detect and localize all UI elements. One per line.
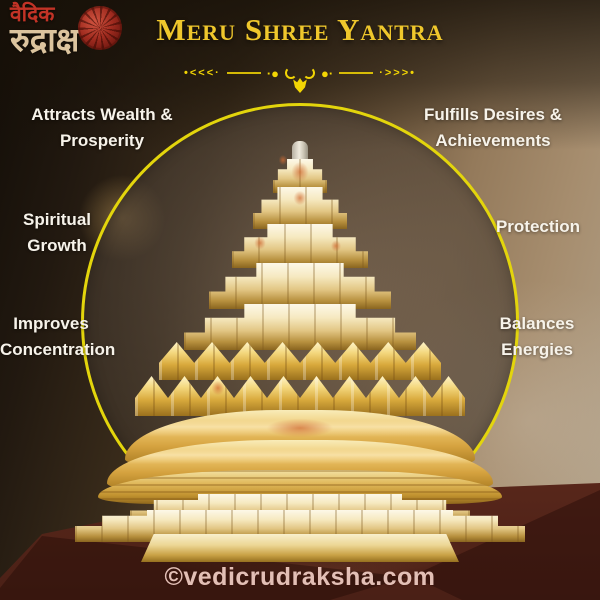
benefit-line: Growth bbox=[27, 236, 87, 256]
benefit-label-improves-concentration: Improves Concentration bbox=[0, 311, 116, 364]
scroll-flourish-left-icon bbox=[285, 67, 297, 79]
benefit-line: Achievements bbox=[435, 131, 551, 151]
kumkum-mark bbox=[291, 188, 309, 208]
divider-dot-left: ·● bbox=[266, 65, 279, 81]
divider-dot-right: ●· bbox=[321, 65, 334, 81]
benefit-line: Energies bbox=[501, 340, 573, 360]
rudraksha-bead-icon bbox=[78, 6, 122, 50]
divider-line-left bbox=[226, 72, 261, 74]
benefit-label-spiritual-growth: Spiritual Growth bbox=[2, 207, 112, 260]
benefit-line: Spiritual bbox=[22, 210, 91, 229]
watermark: ©vedicrudraksha.com bbox=[164, 563, 436, 591]
ornamental-divider: •<<<· ·● ●· ·>>>• bbox=[130, 56, 470, 93]
benefit-line: Prosperity bbox=[59, 131, 145, 151]
benefit-line: Fulfills Desires & bbox=[424, 105, 562, 124]
logo-text-rudraksha: रुद्राक्ष bbox=[10, 21, 80, 58]
yantra-tier bbox=[184, 304, 416, 350]
benefit-line: Attracts Wealth & bbox=[31, 105, 173, 124]
benefit-line: Balances bbox=[499, 314, 575, 333]
benefit-line: Protection bbox=[495, 217, 581, 236]
benefit-label-balances-energies: Balances Energies bbox=[478, 311, 596, 364]
yantra-tier bbox=[209, 263, 391, 309]
kumkum-mark bbox=[254, 415, 346, 441]
benefit-label-protection: Protection bbox=[468, 214, 600, 240]
yantra-tier bbox=[141, 534, 459, 562]
divider-arrows-left: •<<<· bbox=[184, 67, 221, 79]
kumkum-mark bbox=[277, 153, 289, 167]
divider-arrows-right: ·>>>• bbox=[379, 67, 416, 79]
benefit-line: Improves bbox=[13, 314, 89, 333]
kumkum-mark bbox=[252, 234, 268, 252]
kumkum-mark bbox=[209, 378, 227, 398]
kumkum-mark bbox=[329, 238, 343, 254]
divider-line-right bbox=[339, 72, 374, 74]
brand-logo: वैदिक रुद्राक्ष bbox=[10, 3, 122, 58]
yantra-tier bbox=[292, 141, 308, 163]
page-title: Meru Shree Yantra bbox=[156, 12, 444, 47]
benefit-label-attracts-wealth: Attracts Wealth & Prosperity bbox=[8, 102, 196, 155]
benefit-line: Concentration bbox=[0, 340, 116, 360]
benefit-label-fulfills-desires: Fulfills Desires & Achievements bbox=[392, 102, 594, 155]
scroll-flourish-right-icon bbox=[303, 67, 315, 79]
logo-text-vedic: वैदिक bbox=[10, 3, 55, 26]
kumkum-mark bbox=[288, 158, 312, 186]
